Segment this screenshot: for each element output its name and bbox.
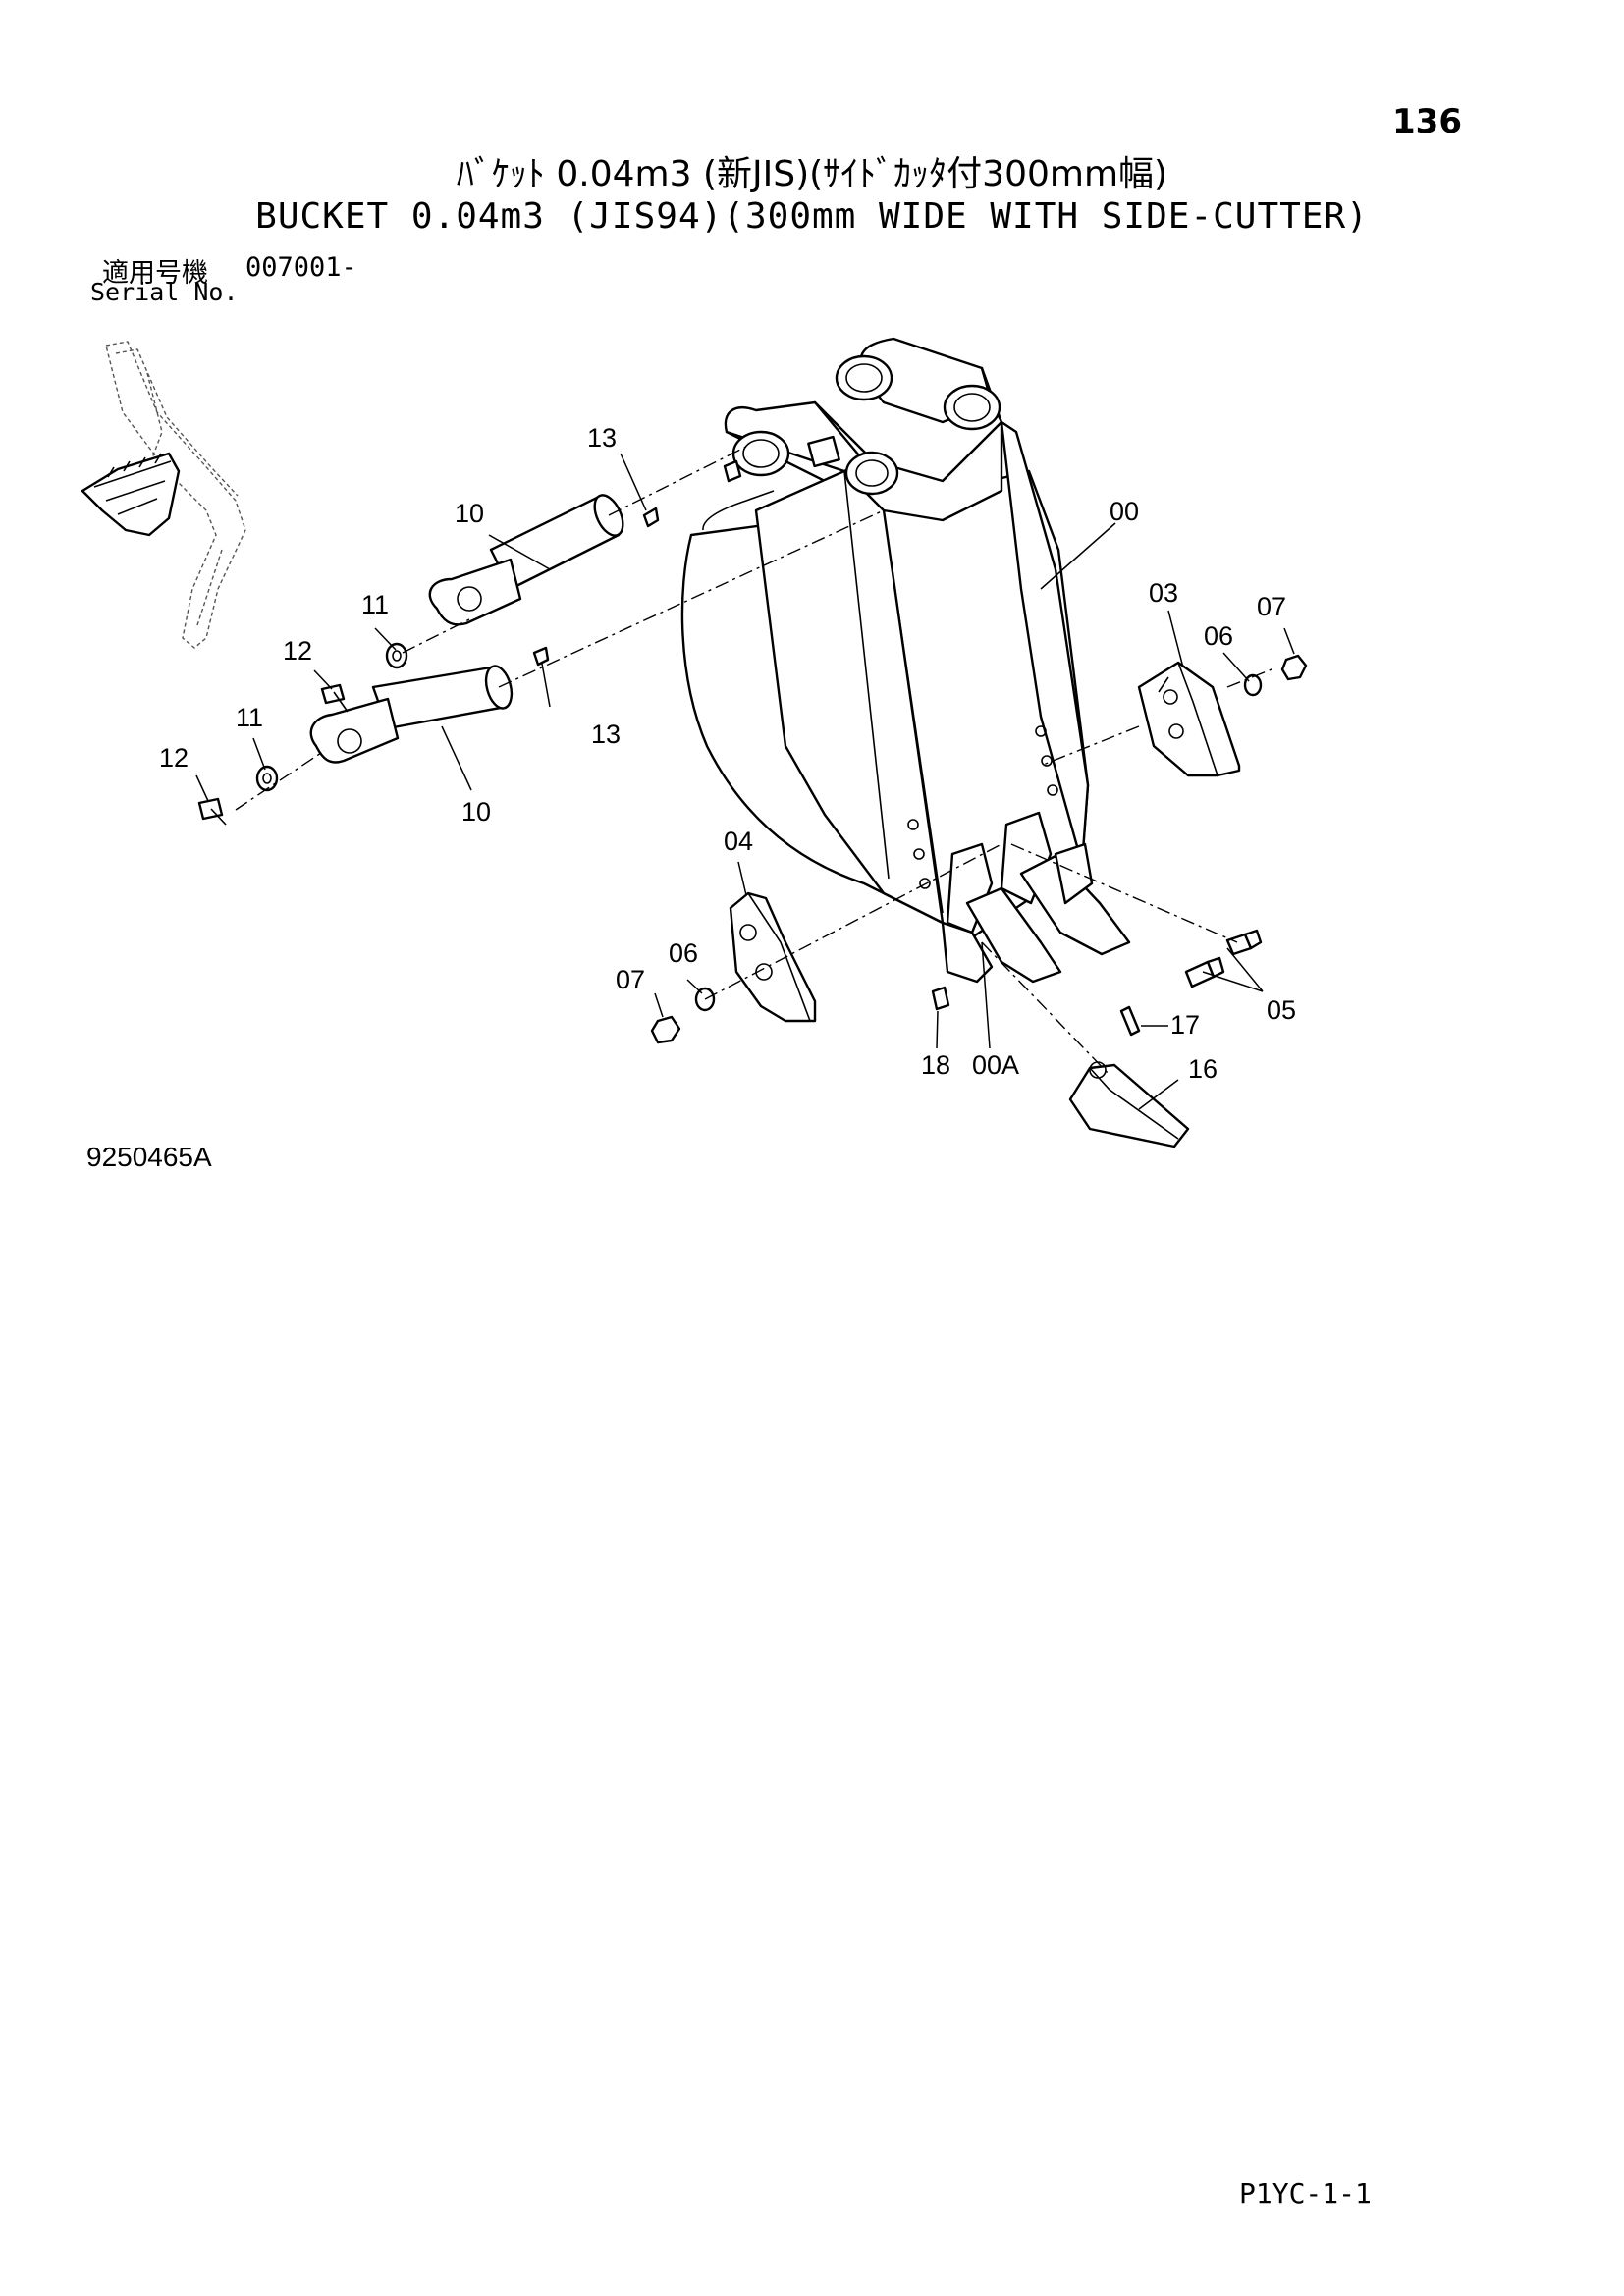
page-number: 136 <box>1392 102 1462 141</box>
washers <box>255 642 408 792</box>
side-cutter-right <box>1137 661 1241 777</box>
bolts-12 <box>197 683 349 826</box>
callout-labels: 13 10 00 11 12 13 11 12 10 03 06 07 04 0… <box>159 423 1296 1084</box>
pin-lower <box>309 665 514 764</box>
callout-11-upper: 11 <box>361 590 389 619</box>
pin-upper <box>428 494 624 626</box>
serial-label-japanese: 適用号機 <box>102 258 208 289</box>
callout-06-left: 06 <box>669 938 698 968</box>
callout-12-upper: 12 <box>283 636 312 666</box>
callout-00: 00 <box>1110 497 1139 526</box>
title-english: BUCKET 0.04m3 (JIS94)(300mm WIDE WITH SI… <box>255 196 1369 237</box>
side-cutter-left <box>729 891 817 1023</box>
replacement-tooth <box>1068 1061 1190 1148</box>
serial-label-english: Serial No. <box>90 278 239 306</box>
callout-16: 16 <box>1188 1054 1218 1084</box>
callout-12-lower: 12 <box>159 743 189 773</box>
callout-06-right: 06 <box>1204 621 1233 651</box>
callout-07-left: 07 <box>616 965 645 994</box>
callout-04: 04 <box>724 827 753 856</box>
assembly-center-lines <box>235 446 1277 1076</box>
arm-location-thumbnail <box>81 341 246 649</box>
callout-13-lower: 13 <box>591 720 621 749</box>
figure-id: 9250465A <box>86 1142 212 1172</box>
tooth-pin <box>1119 1005 1141 1037</box>
callout-leaders <box>195 453 1295 1110</box>
bucket-body <box>680 337 1090 939</box>
bolts-05 <box>1184 929 1263 988</box>
callout-07-right: 07 <box>1257 592 1286 621</box>
callout-00a: 00A <box>972 1050 1019 1080</box>
bucket-teeth <box>941 811 1131 984</box>
callout-10-lower: 10 <box>461 797 491 827</box>
callout-03: 03 <box>1149 578 1178 608</box>
callout-05: 05 <box>1267 995 1296 1025</box>
page-code: P1YC-1-1 <box>1239 2177 1372 2210</box>
callout-18: 18 <box>921 1050 950 1080</box>
callout-10-upper: 10 <box>455 499 484 528</box>
callout-11-lower: 11 <box>236 703 263 732</box>
tooth-lock <box>931 986 950 1011</box>
grease-nipples <box>532 507 660 667</box>
nuts-07 <box>650 654 1308 1044</box>
serial-number-value: 007001- <box>245 252 357 283</box>
callout-13-upper: 13 <box>587 423 617 453</box>
callout-17: 17 <box>1170 1010 1200 1040</box>
title-japanese: ﾊﾞｹｯﾄ 0.04m3 (新JIS)(ｻｲﾄﾞｶｯﾀ付300mm幅) <box>456 154 1168 194</box>
